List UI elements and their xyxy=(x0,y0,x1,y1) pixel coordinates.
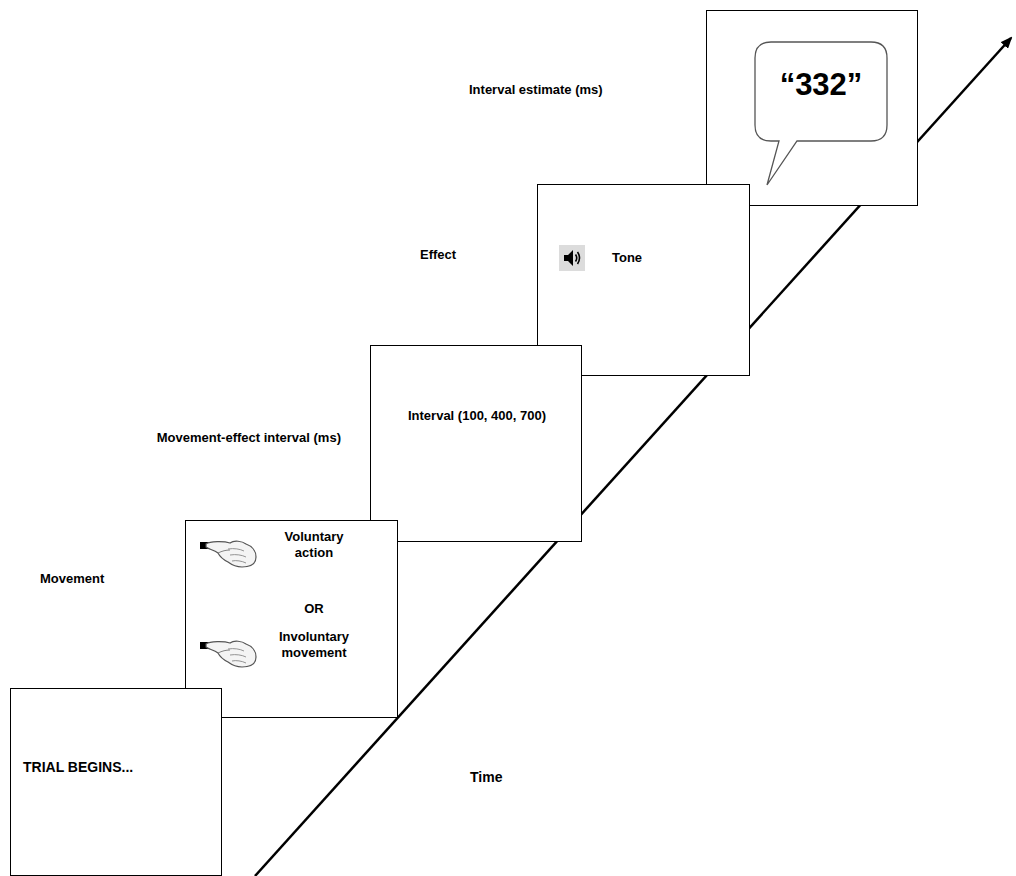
stage-heading: Movement xyxy=(40,571,170,587)
speech-bubble xyxy=(751,39,891,203)
stage-heading: Interval estimate (ms) xyxy=(469,82,669,98)
finger-press-icon xyxy=(198,635,260,673)
stage-heading: Movement-effect interval (ms) xyxy=(81,430,341,446)
box-text: Voluntary action xyxy=(274,529,354,562)
box-text: Interval (100, 400, 700) xyxy=(391,408,563,424)
axis-label: Time xyxy=(470,769,502,785)
finger-press-icon xyxy=(198,535,260,573)
estimate-box: Interval estimate (ms)“332” xyxy=(706,10,918,206)
interval-box: Movement-effect interval (ms)Interval (1… xyxy=(370,345,582,542)
speaker-icon xyxy=(559,245,585,275)
box-text: TRIAL BEGINS... xyxy=(23,759,211,777)
box-text: Involuntary movement xyxy=(268,629,360,662)
box-text: “332” xyxy=(755,66,887,105)
stage-heading: Effect xyxy=(420,247,500,263)
box-text: OR xyxy=(274,601,354,617)
box-text: Tone xyxy=(612,250,692,266)
trial-start-box: TRIAL BEGINS... xyxy=(10,688,222,876)
